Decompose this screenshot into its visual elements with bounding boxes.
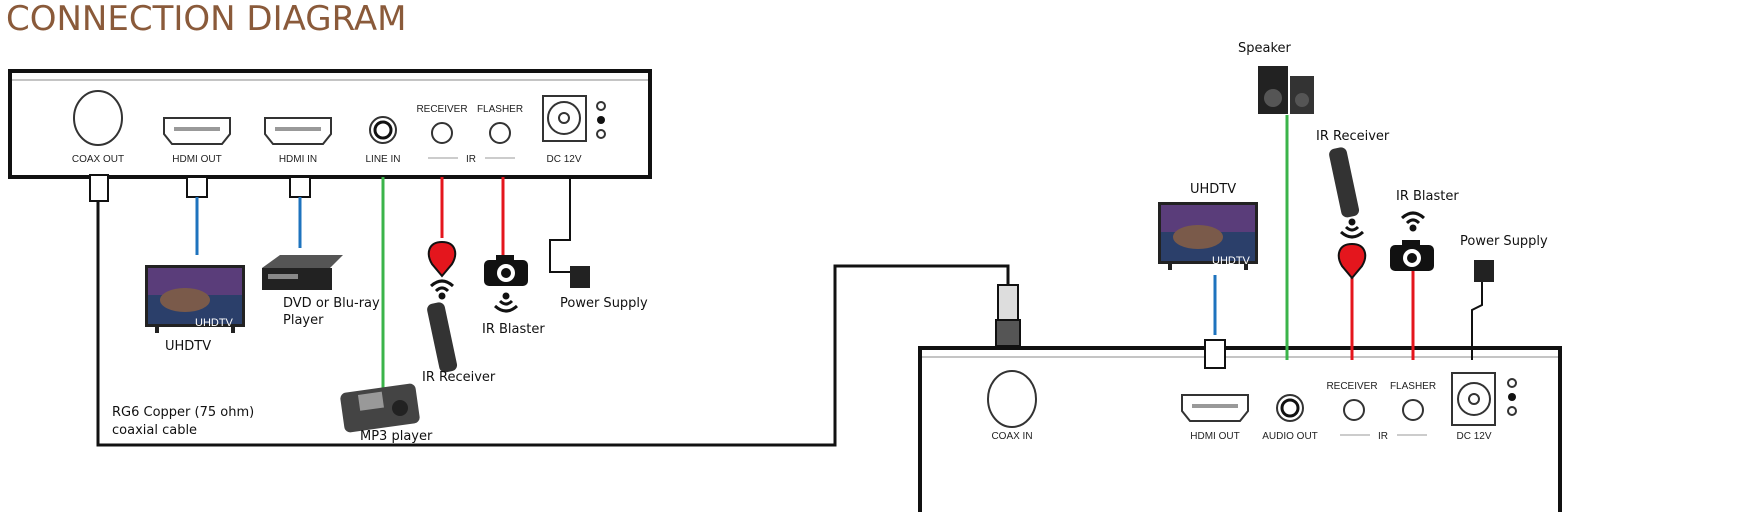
- cable-label-line1: RG6 Copper (75 ohm): [112, 405, 254, 420]
- flasher-label: FLASHER: [1390, 381, 1436, 392]
- uhdtv-label: UHDTV: [1190, 182, 1236, 197]
- tv-badge: UHDTV: [195, 317, 234, 329]
- ir-blaster-icon: [1390, 240, 1434, 271]
- hdmi-in-label: HDMI IN: [279, 154, 317, 165]
- wifi-icon: [493, 292, 519, 313]
- receiver-label: RECEIVER: [1326, 381, 1377, 392]
- dvd-player-icon: [262, 255, 343, 290]
- coax-out-label: COAX OUT: [72, 154, 124, 165]
- ir-blaster-icon: [484, 255, 528, 286]
- ir-label: IR: [466, 154, 476, 165]
- uhdtv-label: UHDTV: [165, 339, 211, 354]
- ir-receiver-label: IR Receiver: [422, 370, 496, 385]
- mp3-label: MP3 player: [360, 429, 433, 444]
- dvd-label-line2: Player: [283, 313, 324, 328]
- coax-cable: [96, 201, 1010, 447]
- speaker-label: Speaker: [1238, 41, 1292, 56]
- ir-blaster-label: IR Blaster: [1396, 189, 1459, 204]
- cable-label-line2: coaxial cable: [112, 423, 197, 438]
- remote-icon: [1328, 146, 1361, 219]
- transmitter-unit: COAX OUT HDMI OUT HDMI IN LINE IN RECEIV…: [8, 69, 652, 179]
- coax-out-port: [73, 90, 123, 146]
- tv-badge: UHDTV: [1212, 255, 1251, 267]
- hdmi-out-label: HDMI OUT: [1190, 431, 1239, 442]
- ir-receiver-icon: [427, 241, 457, 277]
- speaker-icon: [1258, 66, 1314, 114]
- receiver-unit: COAX IN HDMI OUT AUDIO OUT RECEIVER FLAS…: [918, 284, 1562, 512]
- wifi-icon: [1339, 218, 1365, 239]
- wifi-icon: [429, 279, 455, 300]
- page-title: CONNECTION DIAGRAM: [6, 0, 406, 39]
- hdmi-out-label: HDMI OUT: [172, 154, 221, 165]
- coax-in-label: COAX IN: [991, 431, 1032, 442]
- ir-blaster-label: IR Blaster: [482, 322, 545, 337]
- ir-receiver-label: IR Receiver: [1316, 129, 1390, 144]
- wifi-icon: [1400, 211, 1426, 232]
- right-cables: [1204, 115, 1494, 369]
- ir-receiver-icon: [1337, 243, 1367, 279]
- mp3-player-icon: [340, 383, 420, 433]
- dc-label: DC 12V: [546, 154, 581, 165]
- power-supply-label: Power Supply: [1460, 234, 1548, 249]
- dc-label: DC 12V: [1456, 431, 1491, 442]
- ir-label: IR: [1378, 431, 1388, 442]
- line-in-label: LINE IN: [365, 154, 400, 165]
- dvd-label-line1: DVD or Blu-ray: [283, 296, 380, 311]
- flasher-label: FLASHER: [477, 104, 523, 115]
- power-supply-label: Power Supply: [560, 296, 648, 311]
- audio-out-label: AUDIO OUT: [1262, 431, 1318, 442]
- receiver-label: RECEIVER: [416, 104, 467, 115]
- left-cables: [89, 174, 1010, 447]
- remote-icon: [426, 301, 459, 374]
